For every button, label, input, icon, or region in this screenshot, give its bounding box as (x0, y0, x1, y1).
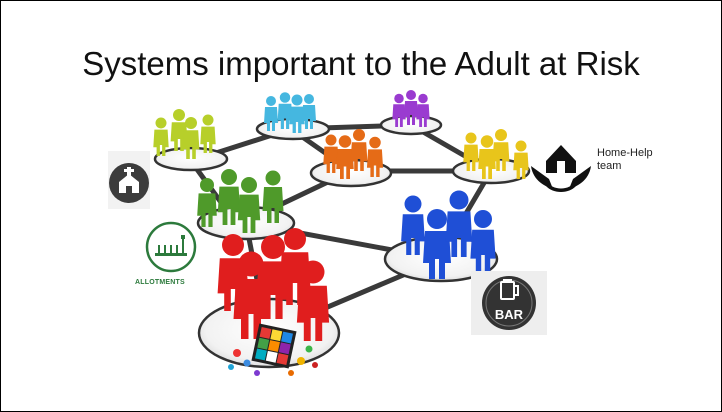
bar-icon-label: BAR (495, 307, 524, 322)
home-help-label: Home-Help team (597, 147, 653, 173)
home-help-label-line1: Home-Help (597, 147, 653, 159)
home-help-icon (531, 145, 591, 192)
home-help-label-line2: team (597, 160, 622, 172)
allotments-label: ALLOTMENTS (135, 279, 185, 286)
slide-title: Systems important to the Adult at Risk (82, 45, 640, 82)
rubiks-cube-icon (228, 323, 318, 376)
bar-icon: BAR (471, 271, 547, 335)
church-icon (108, 151, 150, 209)
allotments-icon (145, 221, 197, 273)
